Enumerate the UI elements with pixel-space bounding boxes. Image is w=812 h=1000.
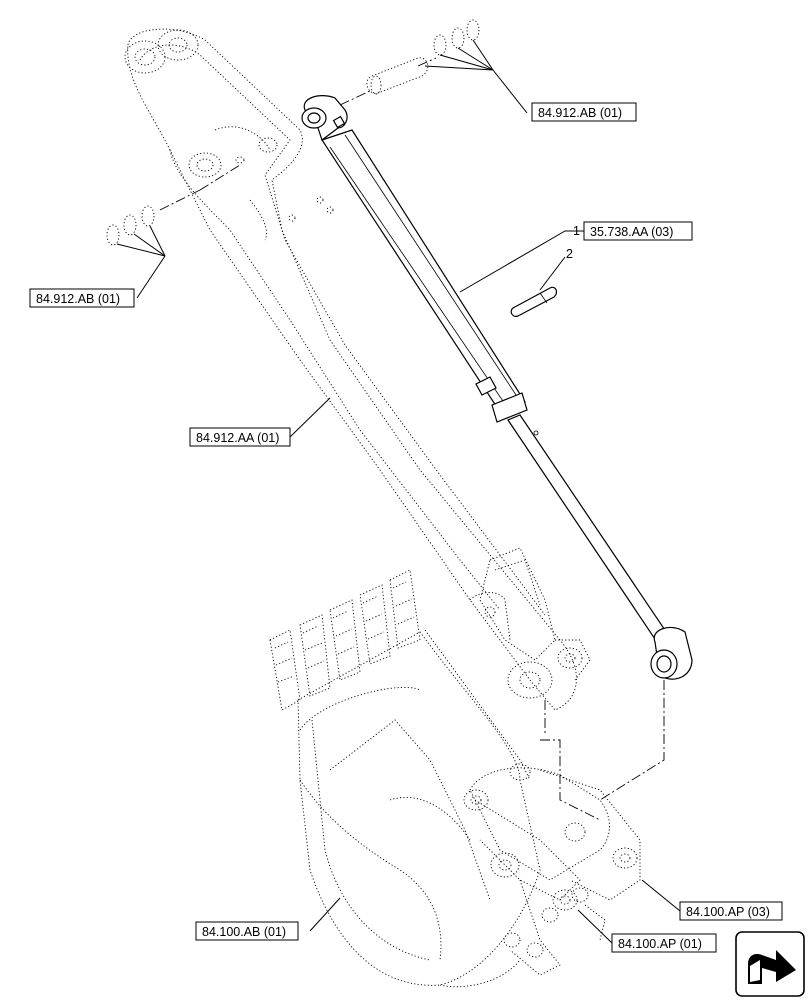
ref-arm[interactable]: 84.912.AA (01) xyxy=(189,427,291,447)
bucket-teeth xyxy=(269,569,421,711)
bucket xyxy=(269,569,541,988)
left-pin-rings xyxy=(106,205,155,246)
leader-lines xyxy=(116,39,681,944)
arm-tip-bracket xyxy=(469,547,591,699)
ref-pin-left-text: 84.912.AB (01) xyxy=(36,292,120,306)
ref-bucket[interactable]: 84.100.AB (01) xyxy=(195,921,299,941)
ref-cylinder-text: 35.738.AA (03) xyxy=(590,225,673,239)
ref-linkage-bottom[interactable]: 84.100.AP (01) xyxy=(611,933,717,953)
ref-linkage-right[interactable]: 84.100.AP (03) xyxy=(679,901,783,921)
next-page-arrow-icon[interactable] xyxy=(735,931,805,997)
bucket-cylinder xyxy=(301,95,693,680)
ref-arm-text: 84.912.AA (01) xyxy=(196,431,279,445)
ref-pin-top-text: 84.912.AB (01) xyxy=(538,106,622,120)
ref-linkage-bottom-text: 84.100.AP (01) xyxy=(618,937,702,951)
item-number-1: 1 xyxy=(573,224,580,238)
bucket-linkage xyxy=(463,763,641,976)
top-pin-and-rings xyxy=(366,19,480,95)
cylinder-label-decal xyxy=(510,286,558,317)
ref-linkage-right-text: 84.100.AP (03) xyxy=(686,905,770,919)
item-number-2: 2 xyxy=(566,247,573,261)
ref-bucket-text: 84.100.AB (01) xyxy=(202,925,286,939)
ref-pin-left[interactable]: 84.912.AB (01) xyxy=(29,288,135,308)
dipper-arm xyxy=(124,28,577,711)
item-1-callout: 1 xyxy=(573,224,580,238)
ref-pin-top[interactable]: 84.912.AB (01) xyxy=(531,102,637,122)
ref-cylinder[interactable]: 35.738.AA (03) xyxy=(583,221,693,241)
assembly-centerlines xyxy=(159,57,665,821)
item-2-callout: 2 xyxy=(566,247,573,261)
